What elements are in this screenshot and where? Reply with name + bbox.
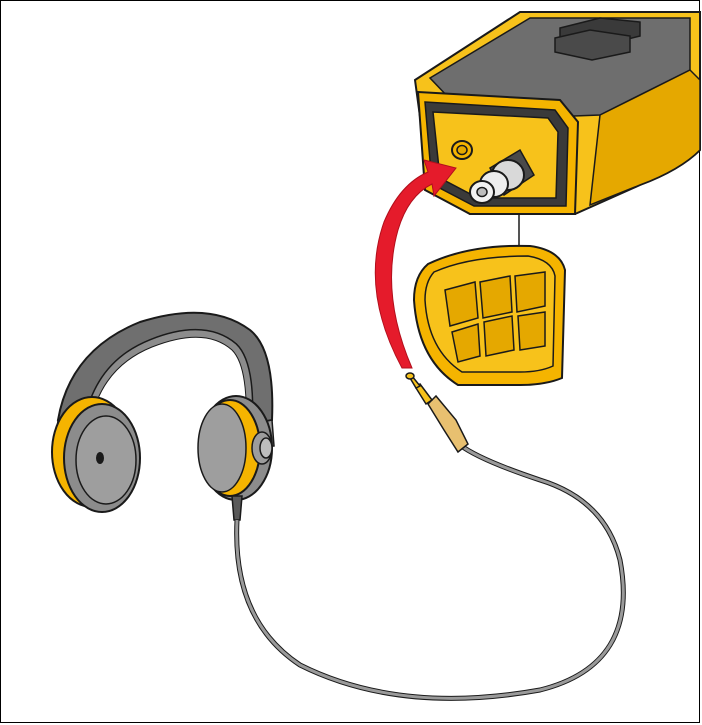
device-icon — [415, 12, 700, 250]
headphones-icon — [52, 313, 274, 520]
left-earcup — [52, 397, 140, 512]
cable — [237, 445, 624, 698]
audio-jack-hole — [452, 141, 472, 159]
cap-icon — [414, 246, 565, 385]
right-earcup — [198, 396, 272, 520]
